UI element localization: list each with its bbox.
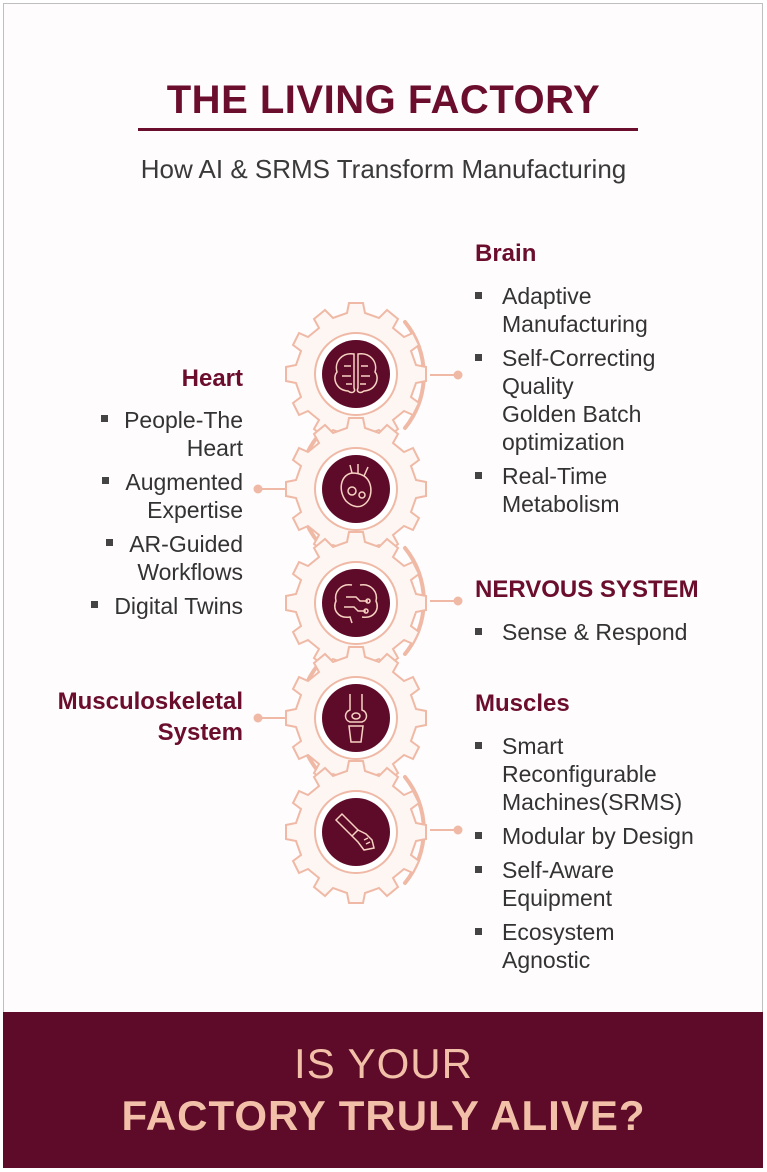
heart-title: Heart: [181, 365, 243, 392]
list-item: Modular by Design: [475, 822, 755, 850]
title-underline: [138, 128, 638, 131]
footer-banner: [3, 1012, 763, 1168]
brain-title: Brain: [475, 240, 537, 267]
list-item: Digital Twins: [23, 592, 243, 620]
gear-musculoskeletal: [285, 646, 427, 790]
knee-joint-icon: [344, 694, 368, 743]
page-title: THE LIVING FACTORY: [166, 78, 601, 122]
nervous-list: Sense & Respond: [475, 618, 755, 652]
footer-question-line1: IS YOUR: [294, 1040, 473, 1087]
gear-column: [253, 302, 463, 904]
heart-icon: [340, 464, 372, 508]
footer-question-line2: FACTORY TRULY ALIVE?: [121, 1092, 646, 1139]
brain-circuit-icon: [334, 584, 378, 624]
robotic-arm-icon: [334, 812, 375, 851]
gear-brain: [285, 302, 427, 446]
brain-icon: [334, 353, 378, 394]
nervous-title: NERVOUS SYSTEM: [475, 576, 699, 603]
muscles-title: Muscles: [475, 690, 570, 717]
list-item: Sense & Respond: [475, 618, 755, 646]
gear-muscles: [285, 760, 427, 904]
page-subtitle: How AI & SRMS Transform Manufacturing: [140, 154, 627, 184]
gear-heart: [285, 417, 427, 561]
gear-nervous: [285, 531, 427, 675]
